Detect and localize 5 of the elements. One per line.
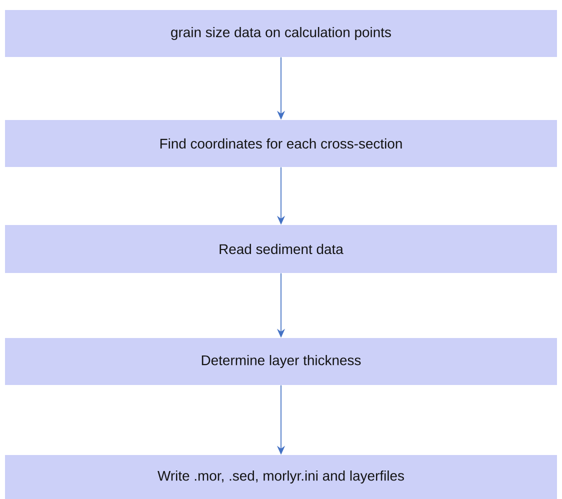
process-box: grain size data on calculation points [5,10,557,57]
process-box: Read sediment data [5,225,557,273]
process-box: Determine layer thickness [5,338,557,385]
process-box: Find coordinates for each cross-section [5,120,557,167]
process-box: Write .mor, .sed, morlyr.ini and layerfiles [5,455,557,499]
